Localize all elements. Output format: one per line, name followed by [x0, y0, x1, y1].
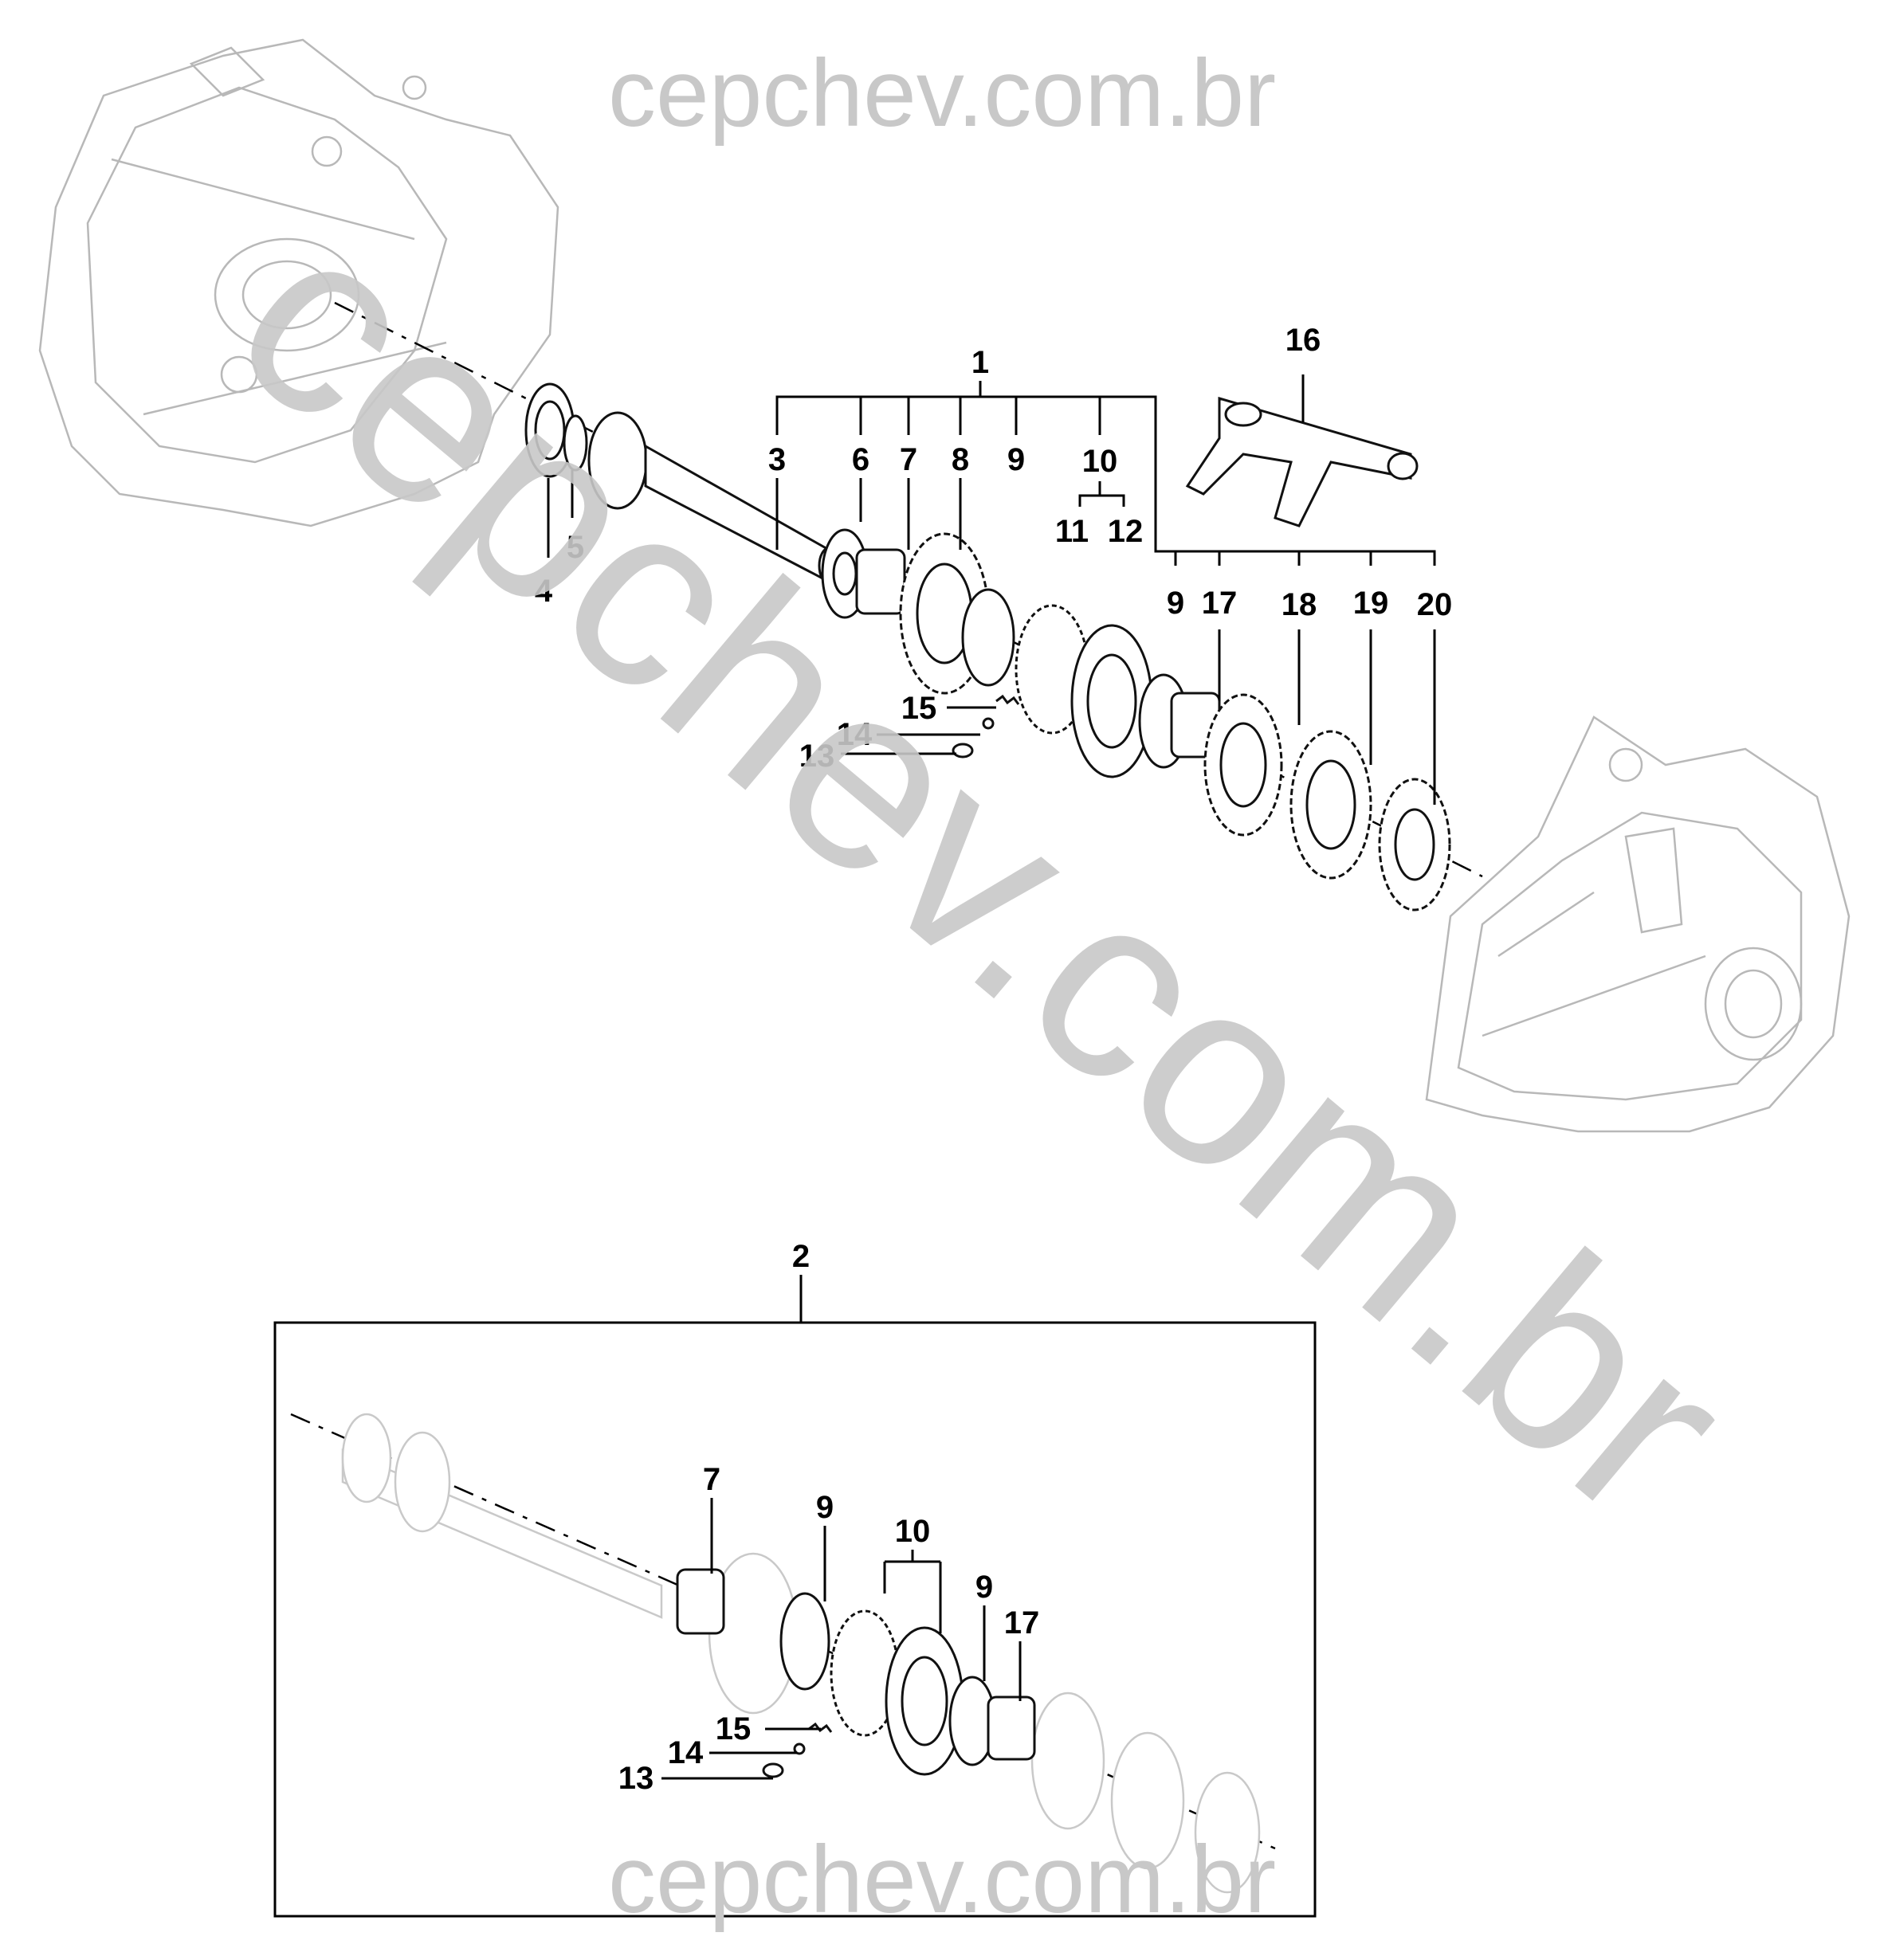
callout-17: 17 [1202, 586, 1238, 621]
callout-7: 7 [900, 442, 917, 477]
shift-fork-part-16 [1185, 397, 1412, 527]
watermark-bottom: cepchev.com.br [608, 1826, 1276, 1933]
detent-key-part-13 [952, 743, 974, 759]
callout-18: 18 [1282, 587, 1317, 622]
callout-11: 11 [1055, 514, 1089, 549]
callout-10: 10 [1082, 444, 1118, 479]
inset-synchro-ring-9 [779, 1592, 830, 1691]
callout-6: 6 [852, 442, 869, 477]
callout-20: 20 [1417, 587, 1453, 622]
watermark-top: cepchev.com.br [608, 40, 1276, 147]
inset-callout-7: 7 [703, 1462, 720, 1497]
callout-group-2: 2 [792, 1239, 810, 1274]
main-exploded-parts [524, 382, 1451, 911]
callout-13: 13 [799, 739, 835, 774]
detent-spring-part-15 [995, 694, 1020, 705]
main-leader-lines [547, 374, 1436, 805]
callout-5: 5 [567, 530, 584, 565]
callout-16: 16 [1285, 323, 1321, 358]
inset-callout-13: 13 [618, 1761, 654, 1796]
transmission-case-right-ghost [1425, 715, 1851, 1133]
inset-callout-14: 14 [668, 1735, 704, 1770]
inset-callout-15: 15 [716, 1711, 752, 1746]
inset-needle-bearing-17 [987, 1695, 1036, 1761]
detent-ball-part-14 [982, 717, 995, 730]
inset-callout-10: 10 [895, 1514, 931, 1549]
callout-3: 3 [768, 442, 786, 477]
inset-callout-9b: 9 [975, 1570, 993, 1605]
callout-9b: 9 [1167, 586, 1184, 621]
inset-callouts: 2 7 9 10 9 17 15 14 13 [618, 1239, 1040, 1796]
main-callouts: 1 3 4 5 6 7 8 9 10 11 12 13 14 15 16 9 1… [535, 323, 1452, 774]
inset-needle-bearing-7 [676, 1568, 725, 1635]
inset-callout-9: 9 [816, 1490, 834, 1525]
transmission-case-left-ghost [38, 38, 559, 527]
seal-part-5 [563, 414, 588, 472]
callout-group-1: 1 [971, 345, 989, 380]
synchro-ring-part-9 [961, 588, 1015, 687]
inset-box [273, 1275, 1317, 1918]
watermarks: cepchev.com.br cepchev.com.br cepchev.co… [184, 40, 1781, 1933]
callout-19: 19 [1353, 586, 1389, 621]
callout-9: 9 [1007, 442, 1025, 477]
callout-8: 8 [952, 442, 969, 477]
callout-14: 14 [837, 717, 873, 752]
callout-15: 15 [901, 691, 937, 726]
callout-4: 4 [535, 574, 553, 609]
inset-callout-17: 17 [1004, 1605, 1040, 1641]
callout-12: 12 [1108, 514, 1144, 549]
